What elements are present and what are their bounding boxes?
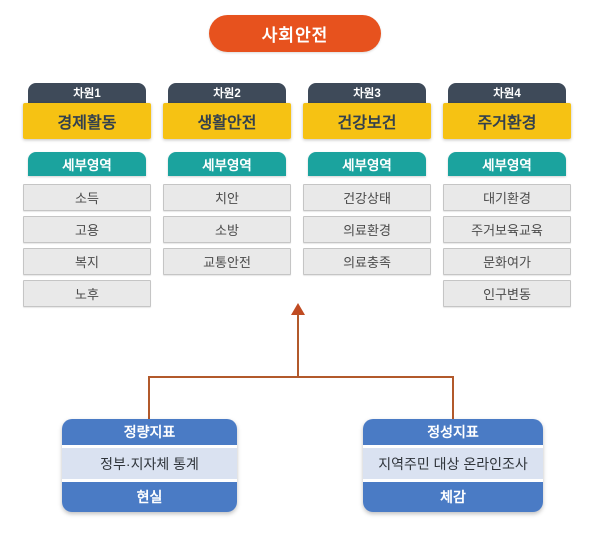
detail-item: 건강상태 <box>303 184 431 211</box>
detail-header: 세부영역 <box>448 152 566 176</box>
dimension-header: 차원2 <box>168 83 286 103</box>
detail-item: 인구변동 <box>443 280 571 307</box>
detail-item: 소방 <box>163 216 291 243</box>
detail-item: 치안 <box>163 184 291 211</box>
detail-item: 주거보육교육 <box>443 216 571 243</box>
title-pill: 사회안전 <box>209 15 381 52</box>
dimension-column-3: 차원3 건강보건 세부영역 건강상태 의료환경 의료충족 <box>303 83 431 307</box>
up-arrow-icon <box>291 303 305 315</box>
connector-stem <box>297 314 299 377</box>
connector-vertical-left <box>148 376 150 420</box>
detail-item: 문화여가 <box>443 248 571 275</box>
detail-item: 의료충족 <box>303 248 431 275</box>
indicator-source: 정부·지자체 통계 <box>62 448 237 479</box>
dimension-column-2: 차원2 생활안전 세부영역 치안 소방 교통안전 <box>163 83 291 307</box>
dimension-column-1: 차원1 경제활동 세부영역 소득 고용 복지 노후 <box>23 83 151 307</box>
detail-header: 세부영역 <box>28 152 146 176</box>
dimension-header: 차원3 <box>308 83 426 103</box>
indicator-aspect: 체감 <box>363 482 543 512</box>
detail-item: 고용 <box>23 216 151 243</box>
indicator-box-qualitative: 정성지표 지역주민 대상 온라인조사 체감 <box>363 419 543 512</box>
detail-item: 소득 <box>23 184 151 211</box>
indicator-box-quantitative: 정량지표 정부·지자체 통계 현실 <box>62 419 237 512</box>
category-box: 생활안전 <box>163 103 291 139</box>
detail-item: 교통안전 <box>163 248 291 275</box>
dimension-header: 차원4 <box>448 83 566 103</box>
indicator-name: 정량지표 <box>62 419 237 445</box>
detail-item: 의료환경 <box>303 216 431 243</box>
detail-item: 대기환경 <box>443 184 571 211</box>
category-box: 주거환경 <box>443 103 571 139</box>
dimensions-row: 차원1 경제활동 세부영역 소득 고용 복지 노후 차원2 생활안전 세부영역 … <box>23 83 571 307</box>
category-box: 건강보건 <box>303 103 431 139</box>
connector-horizontal <box>148 376 454 378</box>
detail-item: 노후 <box>23 280 151 307</box>
dimension-header: 차원1 <box>28 83 146 103</box>
indicator-source: 지역주민 대상 온라인조사 <box>363 448 543 479</box>
category-box: 경제활동 <box>23 103 151 139</box>
dimension-column-4: 차원4 주거환경 세부영역 대기환경 주거보육교육 문화여가 인구변동 <box>443 83 571 307</box>
connector-vertical-right <box>452 376 454 420</box>
title-text: 사회안전 <box>261 26 329 45</box>
detail-header: 세부영역 <box>168 152 286 176</box>
indicator-aspect: 현실 <box>62 482 237 512</box>
detail-header: 세부영역 <box>308 152 426 176</box>
detail-item: 복지 <box>23 248 151 275</box>
indicator-name: 정성지표 <box>363 419 543 445</box>
